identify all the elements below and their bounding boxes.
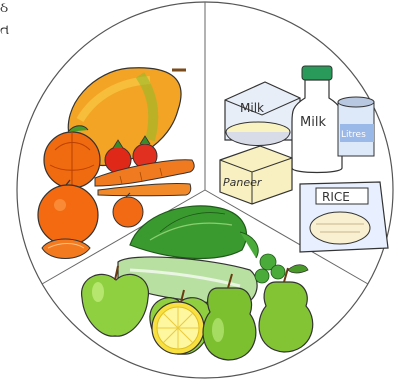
milk-bottle-label: Milk bbox=[300, 115, 326, 130]
rice-packet-icon: RICE bbox=[300, 182, 388, 252]
milk-can-icon: Litres bbox=[338, 97, 374, 156]
rice-label: RICE bbox=[322, 190, 350, 204]
bowl-icon bbox=[226, 122, 290, 146]
lemon-icon bbox=[152, 302, 204, 354]
can-label: Litres bbox=[341, 130, 366, 140]
paneer-label: Paneer bbox=[223, 176, 263, 189]
milk-box-label: Milk bbox=[240, 101, 264, 115]
